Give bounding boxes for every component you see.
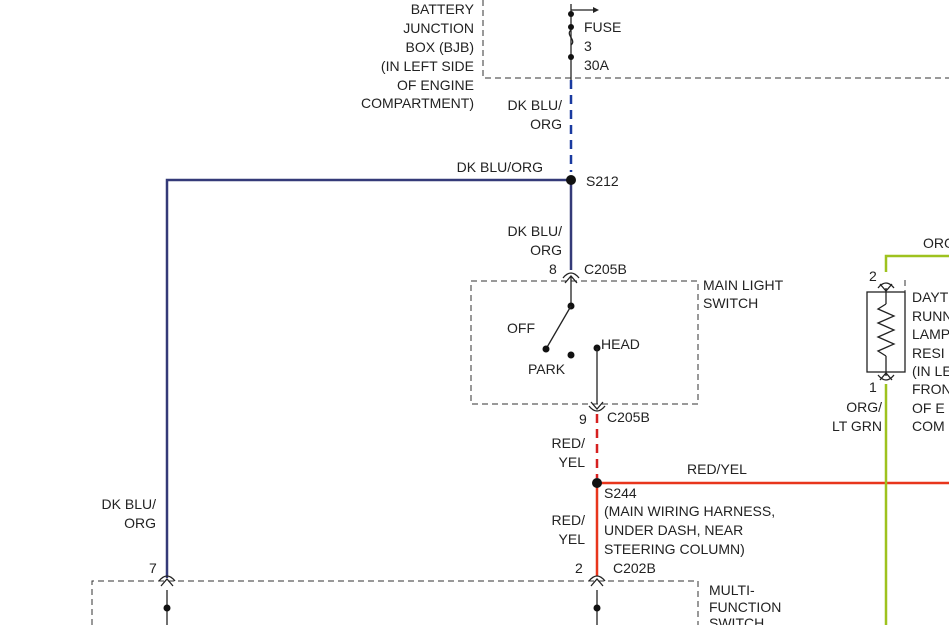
bjb-label-line: (IN LEFT SIDE [381, 58, 474, 74]
bjb-label: BATTERY JUNCTION BOX (BJB) (IN LEFT SIDE… [361, 1, 475, 111]
bjb-label-line: OF ENGINE [397, 77, 474, 93]
drl-label-line: LAMP [912, 326, 949, 342]
wire-label-dk-blu-org: DK BLU/ORG [457, 159, 543, 175]
drl-label-line: RUNN [912, 308, 949, 324]
main-light-switch-mechanism [542, 302, 601, 404]
connector-label: C202B [613, 560, 656, 576]
drl-label-line: DAYT [912, 289, 949, 305]
multi-function-switch-box [91, 580, 699, 625]
main-light-switch-title: SWITCH [703, 295, 758, 311]
switch-position-head: HEAD [601, 336, 640, 352]
drl-resistor-symbol [866, 288, 906, 376]
wire-label-lt-grn: LT GRN [832, 418, 882, 434]
drl-resistor-label: DAYT RUNN LAMP RESI (IN LE FRON OF E COM [912, 289, 949, 434]
splice-s244-desc: STEERING COLUMN) [604, 541, 745, 557]
splice-s244-desc: (MAIN WIRING HARNESS, [604, 503, 775, 519]
wire-label-org-top: ORG [923, 235, 949, 251]
switch-position-park: PARK [528, 361, 566, 377]
connector-pin-number: 9 [579, 411, 587, 427]
fuse-label: FUSE [584, 19, 621, 35]
mfs-terminal-right [593, 604, 601, 612]
wire-label-yel: YEL [559, 531, 586, 547]
splice-s244-label: S244 [604, 485, 637, 501]
wire-label-red: RED/ [552, 435, 586, 451]
connector-pin-number: 8 [549, 261, 557, 277]
bjb-label-line: BATTERY [411, 1, 475, 17]
splice-s244-desc: UNDER DASH, NEAR [604, 522, 743, 538]
main-light-switch-title: MAIN LIGHT [703, 277, 784, 293]
connector-c202b [588, 575, 606, 587]
connector-c205b-top [562, 272, 580, 306]
wire-label-dk-blu: DK BLU/ [508, 223, 563, 239]
multi-function-switch-title: SWITCH [709, 615, 764, 625]
splice-s212-label: S212 [586, 173, 619, 189]
splice-s244 [592, 478, 602, 488]
splice-s212 [566, 175, 576, 185]
switch-position-off: OFF [507, 320, 535, 336]
wire-label-dk-blu: DK BLU/ [102, 496, 157, 512]
main-light-switch-box [470, 280, 699, 405]
drl-label-line: OF E [912, 400, 945, 416]
drl-label-line: (IN LE [912, 363, 949, 379]
wire-label-dk-blu: DK BLU/ [508, 97, 563, 113]
bjb-label-line: COMPARTMENT) [361, 95, 474, 111]
bjb-label-line: JUNCTION [403, 20, 474, 36]
connector-pin-number: 2 [869, 268, 877, 284]
wire-label-yel: YEL [559, 454, 586, 470]
drl-label-line: FRON [912, 381, 949, 397]
wire-label-org: ORG [530, 242, 562, 258]
connector-c205b-bottom [588, 401, 606, 412]
multi-function-switch-title: FUNCTION [709, 599, 781, 615]
connector-pin-number: 1 [869, 379, 877, 395]
connector-pin-number: 7 [149, 560, 157, 576]
drl-label-line: COM [912, 418, 945, 434]
connector-pin-number: 2 [575, 560, 583, 576]
wire-label-org: ORG [124, 515, 156, 531]
mfs-terminal-left [163, 604, 171, 612]
bjb-label-line: BOX (BJB) [406, 39, 474, 55]
connector-label: C205B [607, 409, 650, 425]
wire-label-red-yel: RED/YEL [687, 461, 747, 477]
wire-label-org: ORG [530, 116, 562, 132]
fuse-rating: 30A [584, 57, 610, 73]
connector-label: C205B [584, 261, 627, 277]
multi-function-switch-title: MULTI- [709, 582, 755, 598]
wire-label-org: ORG/ [846, 399, 882, 415]
wire-dk-blu-org-left-branch [165, 178, 571, 578]
wire-label-red: RED/ [552, 512, 586, 528]
bjb-box [482, 0, 949, 79]
wire-org-to-drl [884, 254, 949, 272]
fuse-symbol [568, 4, 599, 80]
drl-label-line: RESI [912, 345, 945, 361]
connector-mfs-left [158, 575, 176, 587]
fuse-number: 3 [584, 38, 592, 54]
